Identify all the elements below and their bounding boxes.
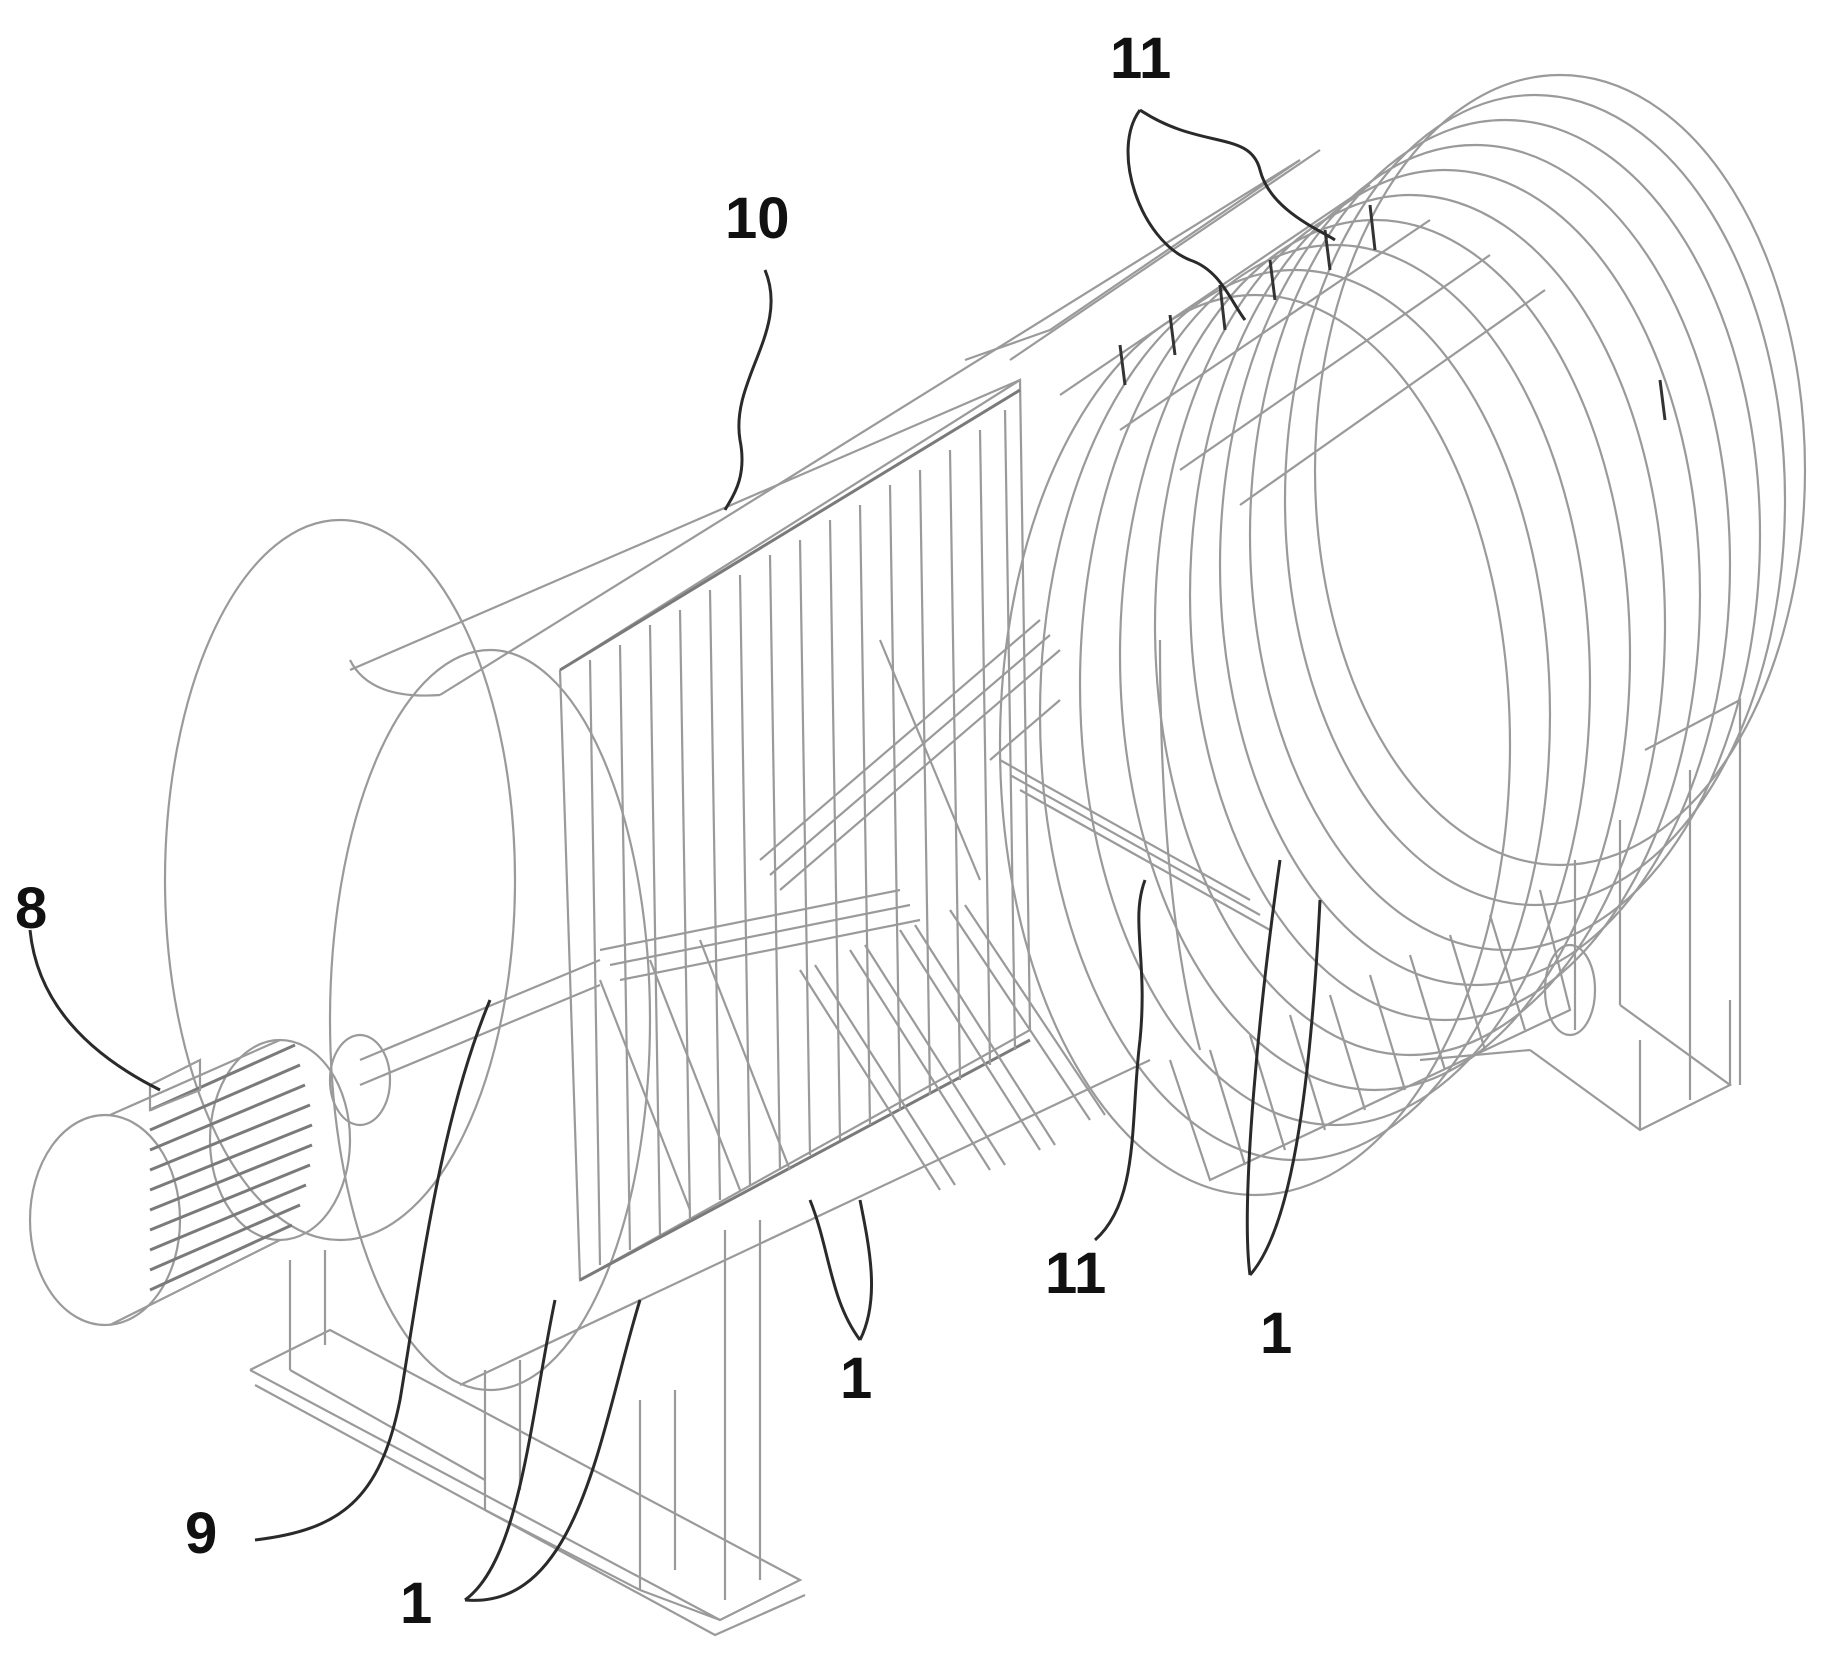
leader-9 [254,999,492,1542]
label-11-mid: 11 [1045,1241,1107,1306]
shaft [359,958,601,1087]
lower-ribs [1168,889,1597,1182]
leader-11-mid [1094,879,1147,1242]
label-11-top: 11 [1110,26,1172,91]
diagonal-arms [599,619,1271,1191]
leader-lines [28,108,1336,1602]
ring-segments [998,73,1807,1197]
label-1-right: 1 [1260,1301,1293,1366]
left-support-frame [249,1220,806,1637]
motor [28,1033,392,1327]
leader-1-left-b [464,1299,642,1602]
label-1-left: 1 [400,1571,433,1636]
label-10: 10 [725,186,790,251]
leader-10 [723,269,773,511]
label-1-center: 1 [840,1346,873,1411]
leader-1-center-b [858,1199,873,1341]
leader-1-center-a [808,1199,862,1341]
leader-11-top-b [1139,108,1336,242]
leader-1-right-b [1245,859,1282,1276]
leader-1-left-a [464,1299,557,1602]
label-8: 8 [15,876,48,941]
label-9: 9 [185,1501,218,1566]
leader-8 [28,929,161,1092]
drum-body [349,159,1301,1386]
leader-11-top [1126,109,1247,321]
left-end-cap [163,518,652,1392]
leader-1-right-a [1248,899,1322,1276]
